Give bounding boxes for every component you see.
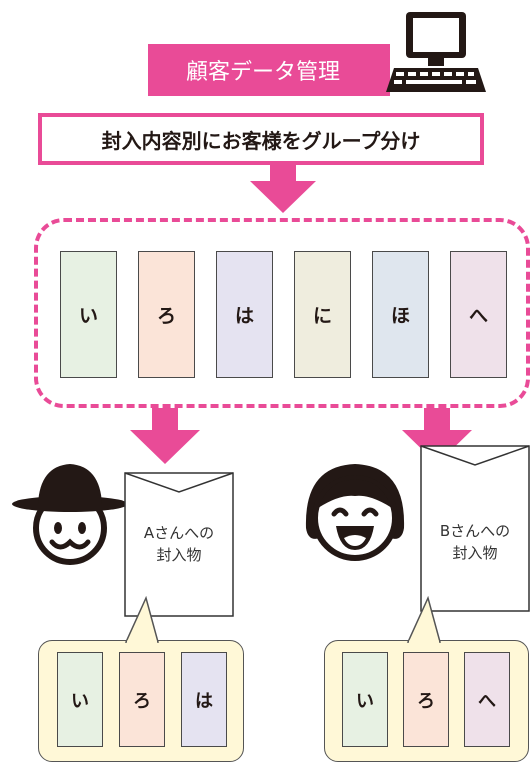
card-label: ろ: [133, 690, 151, 712]
mini-card-ro: ろ: [403, 652, 449, 747]
card-label: ほ: [390, 305, 410, 327]
card-label: に: [312, 305, 332, 327]
card-he: へ: [450, 251, 507, 378]
card-ro: ろ: [138, 251, 195, 378]
card-ho: ほ: [372, 251, 429, 378]
card-label: い: [71, 690, 89, 712]
envelope-b-flap: [420, 445, 530, 612]
card-label: は: [234, 305, 254, 327]
grouping-label: 封入内容別にお客様をグループ分け: [101, 128, 421, 153]
mini-card-ha: は: [181, 652, 227, 747]
mini-card-he: へ: [464, 652, 510, 747]
envelope-a-label: Aさんへの 封入物: [124, 522, 234, 566]
envelope-b-label: Bさんへの 封入物: [420, 520, 530, 564]
arrow-down-icon: [130, 408, 200, 464]
panel-a-pointer: [124, 596, 159, 646]
card-label: い: [78, 305, 98, 327]
card-ni: に: [294, 251, 351, 378]
mini-card-ro: ろ: [119, 652, 165, 747]
card-label: ろ: [417, 690, 435, 712]
grouping-box: 封入内容別にお客様をグループ分け: [38, 113, 484, 165]
panel-b-pointer: [406, 596, 441, 646]
card-ha: は: [216, 251, 273, 378]
customer-b-avatar-icon: [305, 464, 405, 561]
envelope-a-line2: 封入物: [156, 546, 202, 564]
header-banner: 顧客データ管理: [148, 44, 390, 96]
card-label: へ: [478, 690, 496, 712]
card-label: い: [356, 690, 374, 712]
cards-container: [34, 218, 530, 408]
arrow-down-icon: [402, 408, 472, 464]
envelope-a-line1: Aさんへの: [143, 524, 215, 542]
mini-card-i: い: [57, 652, 103, 747]
card-i: い: [60, 251, 117, 378]
card-label: へ: [468, 305, 488, 327]
mini-card-i: い: [342, 652, 388, 747]
computer-icon: [386, 12, 486, 92]
card-label: は: [195, 690, 213, 712]
envelope-b-line2: 封入物: [452, 544, 498, 562]
arrow-down-icon: [250, 165, 316, 213]
customer-a-avatar-icon: [12, 464, 128, 565]
envelope-a-flap: [124, 472, 234, 617]
envelope-b-line1: Bさんへの: [439, 522, 511, 540]
header-title: 顧客データ管理: [185, 60, 340, 85]
card-label: ろ: [156, 305, 176, 327]
